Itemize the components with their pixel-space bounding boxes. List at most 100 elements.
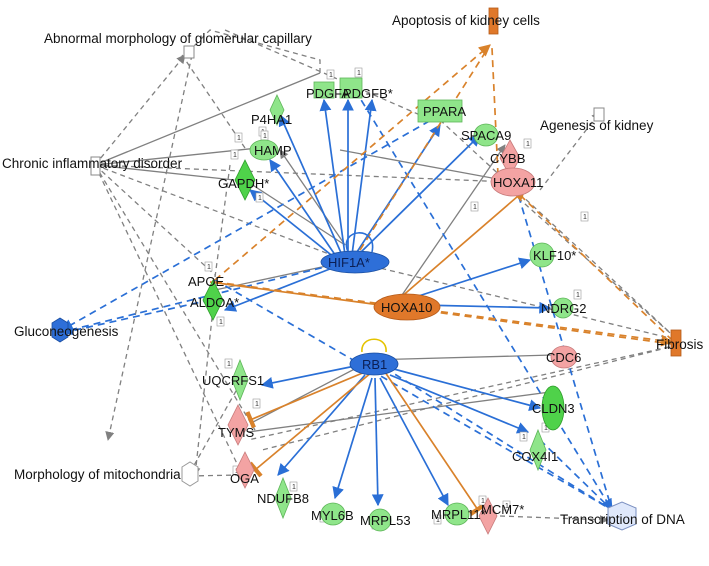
label-uqcrfs1: UQCRFS1 xyxy=(202,373,264,388)
node-agenesis-shape xyxy=(593,107,605,122)
label-chronic: Chronic inflammatory disorder xyxy=(2,156,183,171)
node-gapdh-shape xyxy=(234,159,256,201)
edge xyxy=(214,281,674,347)
node-mrpl11-shape xyxy=(444,502,470,526)
label-morph-mito: Morphology of mitochondria xyxy=(14,467,181,482)
ref-badge-text: 1 xyxy=(207,264,211,271)
label-agenesis: Agenesis of kidney xyxy=(540,118,654,133)
edge xyxy=(94,164,216,276)
edge xyxy=(279,149,346,246)
edge xyxy=(191,289,216,477)
node-abnormal-shape xyxy=(183,45,195,59)
label-hif1a: HIF1A* xyxy=(328,255,370,270)
ref-badge xyxy=(230,149,239,160)
edge xyxy=(214,279,613,511)
ref-badge-text: 1 xyxy=(357,70,361,77)
ref-badge xyxy=(255,192,264,203)
edge xyxy=(94,164,235,181)
edge xyxy=(249,189,341,263)
edge xyxy=(399,189,526,299)
edge xyxy=(504,149,613,511)
edge xyxy=(384,367,613,511)
label-apoe: APOE xyxy=(188,274,224,289)
edge xyxy=(389,367,542,411)
edge xyxy=(60,261,346,336)
edge xyxy=(94,72,321,166)
label-ppara: PPARA xyxy=(423,104,466,119)
edge xyxy=(214,164,231,278)
edge xyxy=(519,194,673,341)
edge xyxy=(332,377,373,500)
ref-badge xyxy=(234,132,243,143)
label-cybb: CYBB xyxy=(490,151,525,166)
label-aldoa: ALDOA* xyxy=(190,295,239,310)
ref-badge xyxy=(326,69,335,80)
node-labels: Apoptosis of kidney cells Abnormal morph… xyxy=(2,13,704,528)
label-cdc6: CDC6 xyxy=(546,350,581,365)
edge xyxy=(354,261,679,341)
node-mrpl53-shape xyxy=(368,508,392,532)
node-ndrg2-shape xyxy=(552,297,574,319)
label-ndufb8: NDUFB8 xyxy=(257,491,309,506)
node-hamp-shape xyxy=(249,139,279,161)
edge xyxy=(214,44,491,281)
label-mcm7: MCM7* xyxy=(481,502,524,517)
edge xyxy=(539,111,601,191)
edge xyxy=(261,344,679,451)
edge xyxy=(184,29,321,73)
ref-badge xyxy=(519,431,528,442)
ref-badge-text: 1 xyxy=(237,135,241,142)
ref-badge xyxy=(523,138,532,149)
edge xyxy=(181,54,246,149)
edges xyxy=(60,29,679,525)
node-fibrosis-shape xyxy=(670,329,682,357)
node-pdgfa-shape xyxy=(313,81,335,99)
label-mrpl11: MRPL11* xyxy=(431,507,486,522)
ref-badge xyxy=(204,261,213,272)
edge xyxy=(252,361,369,423)
edge xyxy=(359,47,489,251)
label-cldn3: CLDN3 xyxy=(532,401,575,416)
node-hoxa11-shape xyxy=(490,167,536,197)
edge xyxy=(94,164,511,183)
ref-badge-text: 1 xyxy=(526,141,530,148)
ref-badge-text: 1 xyxy=(436,517,440,524)
edge xyxy=(384,371,486,516)
edge xyxy=(367,354,554,361)
node-hoxa10-shape xyxy=(373,293,441,321)
node-gluconeo-shape xyxy=(51,317,69,343)
label-hoxa11: HOXA11 xyxy=(493,175,543,190)
node-mcm7-shape xyxy=(478,497,498,535)
edge xyxy=(245,371,366,429)
label-apoptosis: Apoptosis of kidney cells xyxy=(392,13,540,28)
label-transcription: Transcription of DNA xyxy=(560,512,685,527)
edge xyxy=(389,374,530,434)
label-klf10: KLF10* xyxy=(533,248,576,263)
label-spaca9: SPACA9 xyxy=(461,128,511,143)
ref-badge xyxy=(502,500,511,511)
ref-badge xyxy=(216,316,225,327)
node-chronic-shape xyxy=(90,156,101,176)
ref-badge-text: 1 xyxy=(258,195,262,202)
ref-badge xyxy=(433,514,442,525)
node-tyms-shape xyxy=(227,404,249,446)
edge xyxy=(94,164,351,263)
ref-badge-text: 1 xyxy=(233,152,237,159)
ref-badge-text: 1 xyxy=(473,204,477,211)
edge xyxy=(187,374,246,477)
ref-badge-text: 1 xyxy=(329,72,333,79)
node-ndufb8-shape xyxy=(274,476,292,520)
edge xyxy=(499,515,609,525)
ref-badge-text: 1 xyxy=(255,401,259,408)
label-pdgfb: PDGFB* xyxy=(343,86,393,101)
edge xyxy=(439,119,679,341)
edge xyxy=(278,113,343,256)
node-klf10-shape xyxy=(529,242,555,268)
label-ndrg2: NDRG2 xyxy=(541,301,587,316)
node-pdgfb-shape xyxy=(339,77,363,99)
ref-badge xyxy=(478,495,487,506)
node-cox4i1-shape xyxy=(529,428,547,472)
node-ppara-shape xyxy=(417,99,463,123)
edge xyxy=(497,179,679,341)
edge xyxy=(351,98,377,256)
